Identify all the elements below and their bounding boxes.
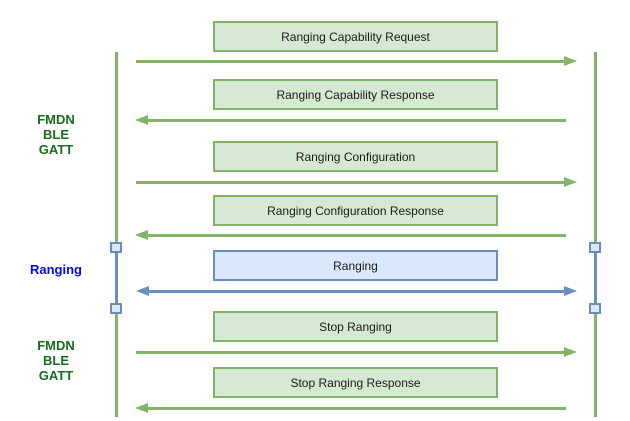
arrowhead-right-icon (564, 347, 577, 357)
section-label-line: GATT (38, 142, 74, 157)
arrowhead-left-icon (136, 286, 149, 296)
arrow-left (135, 115, 566, 126)
message-label: Ranging Capability Request (281, 29, 430, 44)
message-label: Ranging Configuration (295, 149, 416, 164)
lifeline-right (594, 52, 597, 417)
arrowhead-right-icon (564, 56, 577, 66)
message-box-stop-ranging-response: Stop Ranging Response (213, 367, 498, 398)
arrowhead-left-icon (135, 115, 148, 125)
section-label-line: BLE (43, 353, 69, 368)
message-label: Ranging Configuration Response (267, 203, 444, 218)
section-label-fmdn-ble-gatt-bottom: FMDN BLE GATT (6, 338, 106, 383)
section-label-line: Ranging (30, 262, 82, 277)
segment-handle-icon (589, 303, 601, 314)
lifeline-left (115, 52, 118, 417)
message-label: Stop Ranging Response (290, 375, 421, 390)
arrow-left (135, 403, 566, 414)
arrowhead-left-icon (135, 230, 148, 240)
segment-handle-icon (589, 242, 601, 253)
arrow-shaft (148, 119, 566, 122)
section-label-ranging: Ranging (6, 262, 106, 277)
arrow-right (136, 56, 577, 67)
arrow-shaft (149, 290, 564, 293)
arrowhead-right-icon (564, 286, 577, 296)
message-box-ranging-configuration: Ranging Configuration (213, 141, 498, 172)
segment-handle-icon (110, 303, 122, 314)
section-label-fmdn-ble-gatt-top: FMDN BLE GATT (6, 112, 106, 157)
section-label-line: FMDN (37, 112, 75, 127)
message-box-stop-ranging: Stop Ranging (213, 311, 498, 342)
section-label-line: GATT (38, 368, 74, 383)
arrow-shaft (148, 407, 566, 410)
ranging-segment-left (115, 248, 118, 308)
message-box-ranging-capability-request: Ranging Capability Request (213, 21, 498, 52)
message-box-ranging: Ranging (213, 250, 498, 281)
segment-handle-icon (110, 242, 122, 253)
message-label: Ranging (333, 258, 378, 273)
arrow-shaft (148, 234, 566, 237)
arrow-shaft (136, 60, 565, 63)
arrow-shaft (136, 351, 565, 354)
arrowhead-left-icon (135, 403, 148, 413)
arrowhead-right-icon (564, 177, 577, 187)
arrow-shaft (136, 181, 565, 184)
arrow-bidirectional (136, 286, 577, 297)
section-label-line: FMDN (37, 338, 75, 353)
section-label-line: BLE (43, 127, 69, 142)
message-box-ranging-configuration-response: Ranging Configuration Response (213, 195, 498, 226)
arrow-right (136, 177, 577, 188)
message-label: Ranging Capability Response (276, 87, 435, 102)
arrow-left (135, 230, 566, 241)
ranging-segment-right (594, 248, 597, 308)
message-box-ranging-capability-response: Ranging Capability Response (213, 79, 498, 110)
arrow-right (136, 347, 577, 358)
message-label: Stop Ranging (319, 319, 392, 334)
